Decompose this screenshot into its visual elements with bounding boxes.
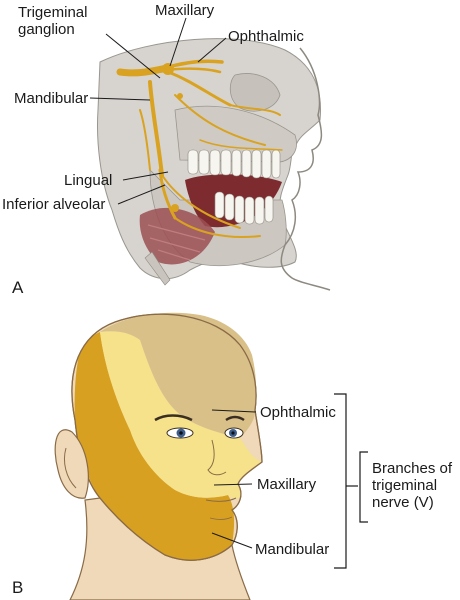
label-ophthalmic-a: Ophthalmic: [228, 28, 304, 45]
panel-letter-b: B: [12, 578, 24, 597]
panel-b-leader-lines: [211, 409, 257, 549]
ophthalmic-region: [100, 312, 257, 438]
label-mandibular-a: Mandibular: [14, 90, 89, 107]
face-profile: [280, 47, 331, 291]
lower-teeth: [214, 191, 274, 225]
ear-shape: [54, 429, 89, 499]
label-ophthalmic-b: Ophthalmic: [260, 404, 336, 421]
panel-letter-a: A: [12, 278, 24, 297]
mandibular-region: [74, 332, 235, 561]
label-lingual: Lingual: [64, 172, 113, 189]
label-inferior-alveolar: Inferior alveolar: [2, 196, 106, 213]
label-branches-trigeminal: Branches of trigeminal nerve (V): [372, 460, 453, 511]
label-trigeminal-ganglion: Trigeminal ganglion: [18, 4, 88, 38]
label-mandibular-b: Mandibular: [255, 541, 330, 558]
panel-a-skull-illustration: [89, 17, 331, 291]
branches-bracket: [334, 393, 368, 569]
maxillary-region: [100, 331, 262, 499]
panel-a-leader-lines: [89, 17, 227, 205]
label-maxillary-a: Maxillary: [155, 2, 215, 19]
label-maxillary-b: Maxillary: [257, 476, 317, 493]
